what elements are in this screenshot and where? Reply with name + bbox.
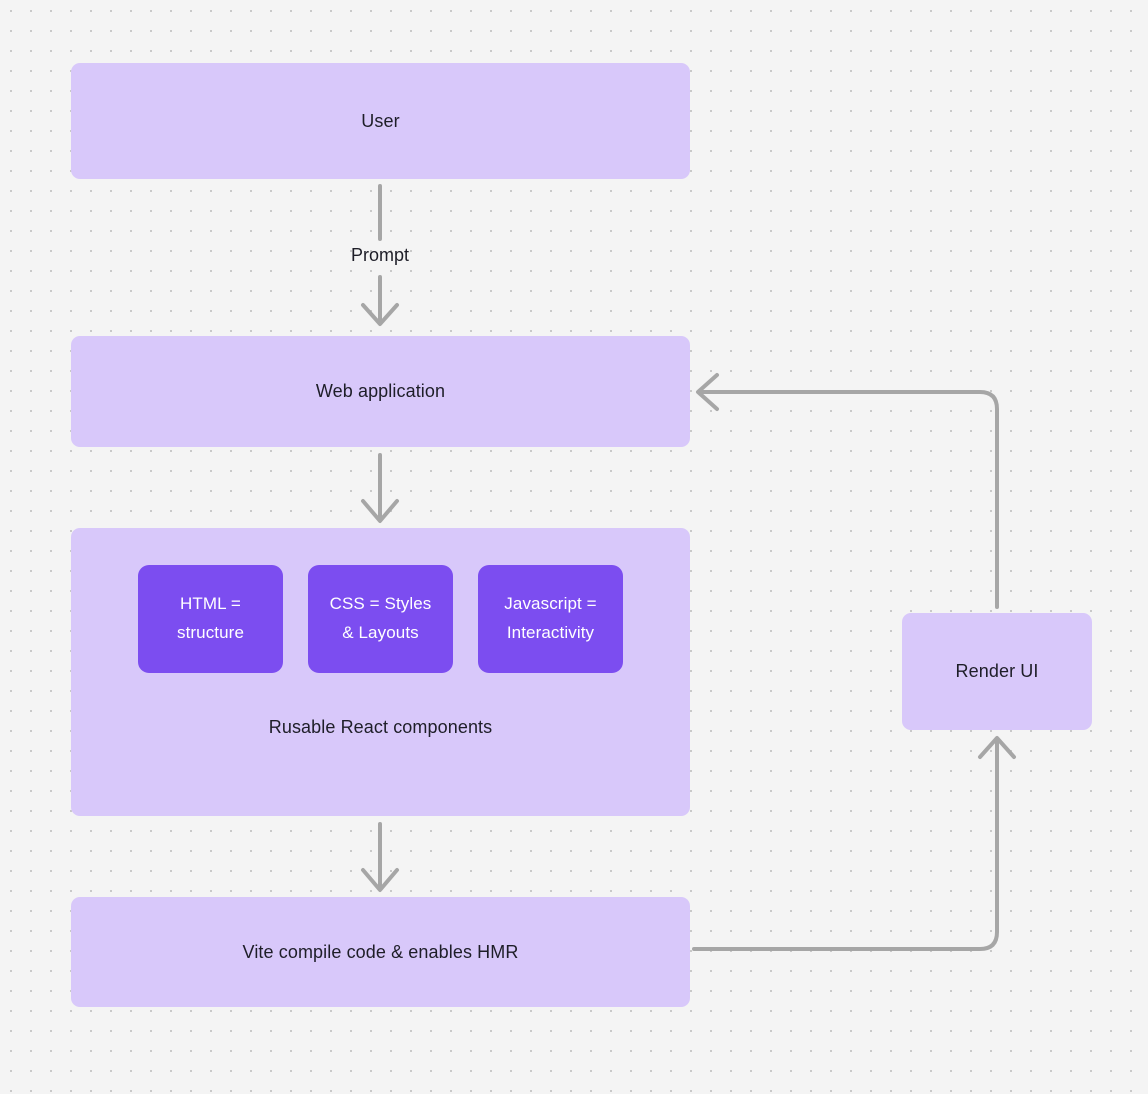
edge-components-to-vite [361,822,399,892]
edge-label-prompt: Prompt [350,245,410,265]
subnode-javascript-line2: Interactivity [506,623,595,642]
node-render-ui[interactable]: Render UI [902,613,1092,730]
node-web-application[interactable]: Web application [71,336,690,447]
subnode-javascript[interactable]: Javascript = Interactivity [478,565,623,673]
node-user-label: User [361,110,400,131]
subnode-html-line2: structure [176,623,245,642]
node-vite-label: Vite compile code & enables HMR [242,941,519,962]
subnode-javascript-line1: Javascript = [504,594,597,614]
subnode-css[interactable]: CSS = Styles & Layouts [308,565,453,673]
node-user[interactable]: User [71,63,690,179]
node-react-components-caption: Rusable React components [268,717,493,737]
subnode-html[interactable]: HTML = structure [138,565,283,673]
node-web-application-label: Web application [315,381,446,402]
node-render-ui-label: Render UI [955,661,1039,682]
edge-webapp-to-components [361,453,399,523]
edge-vite-to-render [692,736,1016,951]
subnode-css-line2: & Layouts [342,623,419,642]
edge-render-to-webapp [696,373,999,609]
subnode-row: HTML = structure CSS = Styles & Layouts … [71,565,690,673]
subnode-html-line1: HTML = [180,594,241,614]
subnode-css-line1: CSS = Styles [329,594,432,614]
node-vite[interactable]: Vite compile code & enables HMR [71,897,690,1007]
node-react-components-container[interactable]: HTML = structure CSS = Styles & Layouts … [71,528,690,816]
